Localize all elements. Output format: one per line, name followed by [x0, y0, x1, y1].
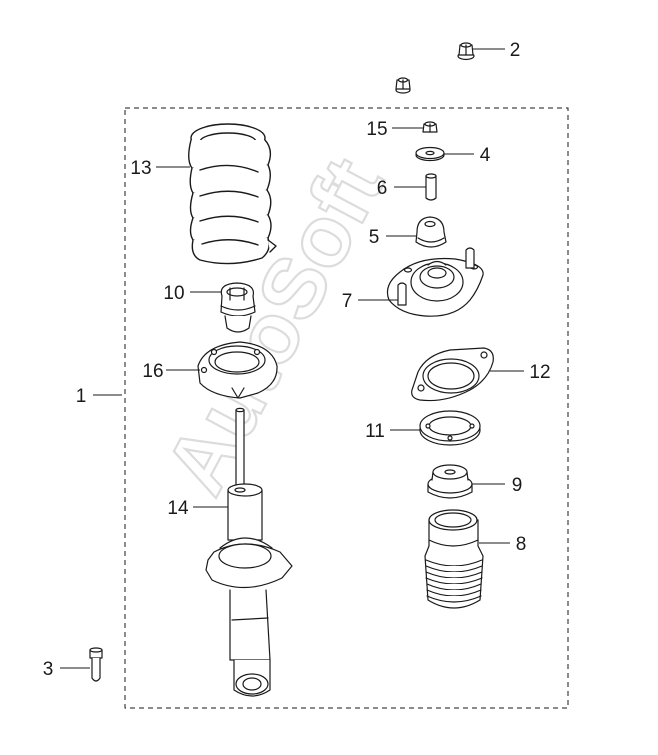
callout-6: 6 [377, 178, 388, 199]
seat-plate-part-12 [411, 347, 494, 402]
callout-1: 1 [76, 386, 87, 407]
callout-labels: 1 2 3 4 5 6 7 8 9 10 11 12 13 14 15 16 [43, 40, 551, 680]
callout-16: 16 [142, 361, 163, 382]
callout-14: 14 [167, 498, 189, 519]
strut-part-14 [205, 407, 293, 697]
watermark: AutoSoft [147, 143, 402, 509]
callout-2: 2 [510, 40, 521, 61]
assembly-boundary [124, 107, 569, 709]
callout-9: 9 [512, 475, 523, 496]
bolt-part-3 [89, 647, 103, 682]
dust-boot-part-8 [424, 509, 484, 609]
flange-nut-part-2 [457, 42, 475, 61]
bump-stop-part-9 [427, 464, 473, 499]
callout-15: 15 [366, 119, 387, 140]
bushing-part-5 [415, 216, 447, 248]
callout-10: 10 [163, 283, 184, 304]
callout-7: 7 [342, 291, 353, 312]
leader-lines [60, 48, 524, 669]
ring-pad-part-11 [419, 410, 481, 446]
coil-spring-part-13 [188, 123, 277, 265]
spring-seat-part-16 [197, 341, 278, 399]
callout-5: 5 [369, 227, 380, 248]
sleeve-part-6 [425, 173, 437, 201]
callout-4: 4 [480, 145, 491, 166]
washer-part-4 [415, 146, 445, 162]
top-mount-part-7 [386, 247, 484, 317]
callout-11: 11 [365, 421, 385, 442]
bump-stop-part-10 [220, 282, 256, 333]
callout-8: 8 [516, 534, 527, 555]
callout-13: 13 [130, 158, 151, 179]
nut-part-15 [422, 121, 438, 133]
hex-nut-unlabeled [395, 77, 411, 94]
callout-12: 12 [529, 362, 550, 383]
callout-3: 3 [43, 659, 54, 680]
